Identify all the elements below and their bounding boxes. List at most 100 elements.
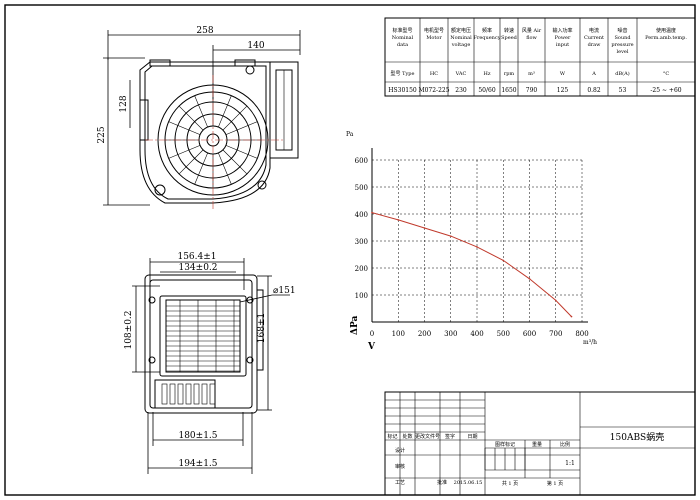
chart-y-symbol: ΔPa [350, 315, 360, 335]
spec-header-cell: 输入功率 [552, 27, 572, 34]
title-block-role: 工艺 [395, 480, 405, 486]
spec-header-cell: level [617, 49, 629, 55]
drawing-title: 150ABS蜗壳 [610, 431, 664, 443]
title-block-row-label: 重量 [532, 441, 542, 448]
side-view: 258 140 225 128 [97, 26, 301, 210]
spec-header-cell: 噪音 [617, 27, 627, 34]
spec-header-cell: 风量 Air [522, 27, 542, 34]
title-block-label: 签字 [445, 433, 455, 440]
chart-ylabel: Pa [346, 131, 354, 138]
spec-header-cell: Frequency [473, 35, 500, 41]
spec-unit-cell: HC [430, 71, 438, 77]
title-block-label: 标记 [387, 433, 397, 440]
spec-header-cell: 标准型号 [392, 27, 412, 34]
spec-value-cell: -25 ~ +60 [650, 87, 681, 94]
dim-bracket-outer: 156.4±1 [177, 252, 216, 262]
spec-unit-cell: Hz [484, 71, 491, 77]
spec-value-cell: 50/60 [478, 87, 495, 94]
spec-header-cell: Speed [501, 35, 518, 41]
chart-x-symbol: V [367, 342, 376, 352]
x-tick-label: 800 [575, 330, 588, 338]
y-tick-label: 400 [355, 211, 368, 219]
y-tick-label: 100 [355, 292, 368, 300]
performance-chart: Pa m³/h ΔPa V 0 100 200 300 400 500 600 700 800 1… [346, 131, 597, 352]
x-tick-label: 400 [470, 330, 483, 338]
x-tick-label: 0 [370, 330, 374, 338]
x-tick-label: 200 [418, 330, 431, 338]
spec-unit-cell: dB(A) [615, 70, 629, 77]
spec-unit-cell: m³ [528, 71, 535, 77]
title-block-scale: 1:1 [565, 460, 575, 467]
sheet-frame [4, 4, 696, 496]
curve-point [570, 315, 573, 318]
spec-header-cell: Sound [614, 35, 631, 41]
curve-point [528, 278, 531, 280]
title-block-label: 日期 [467, 434, 477, 440]
spec-table: 标准型号Nominaldata电机型号Motor额定电压Nominalvolta… [384, 17, 696, 97]
spec-header-cell: draw [588, 42, 602, 48]
x-tick-label: 600 [523, 330, 536, 338]
y-tick-label: 200 [355, 265, 368, 273]
title-block-role: 审核 [395, 463, 405, 470]
dim-body-height: 168±1 [257, 313, 267, 343]
title-block-role: 设计 [395, 447, 405, 454]
curve-point [371, 211, 373, 214]
curve-point [554, 299, 557, 302]
dim-base-width-1: 180±1.5 [178, 431, 217, 441]
dim-flange-height: 108±0.2 [124, 310, 134, 349]
spec-unit-cell: 型号 Type [391, 70, 415, 77]
spec-value-cell: 1650 [501, 87, 516, 94]
spec-header-cell: input [556, 42, 569, 48]
title-block-label: 更改文件号 [415, 433, 440, 440]
pressure-curve [371, 212, 572, 317]
spec-unit-cell: W [560, 71, 566, 77]
spec-header-cell: 转速 [504, 27, 514, 34]
title-block-sheet-no: 第 1 页 [547, 480, 563, 487]
spec-unit-cell: °C [663, 71, 670, 77]
spec-header-cell: 电机型号 [424, 27, 444, 34]
spec-header-cell: Nominal [450, 35, 472, 41]
spec-header-cell: data [397, 42, 408, 48]
spec-value-cell: 790 [526, 87, 538, 94]
x-tick-label: 100 [392, 330, 405, 338]
curve-point [397, 219, 400, 221]
spec-header-cell: Nominal [392, 35, 414, 41]
curve-point [476, 246, 478, 248]
dim-overall-height: 225 [97, 126, 107, 143]
y-tick-label: 300 [355, 238, 368, 246]
spec-header-cell: 频率 [482, 27, 492, 34]
title-block-sheet-info: 共 1 页 [502, 480, 518, 487]
spec-value-cell: 0.82 [587, 87, 601, 94]
dim-base-width-2: 194±1.5 [178, 459, 217, 469]
spec-header-cell: 使用温度 [656, 27, 676, 34]
title-block-row-label: 比例 [560, 441, 570, 448]
spec-value-cell: 125 [557, 87, 569, 94]
x-tick-label: 700 [549, 330, 562, 338]
spec-header-cell: 额定电压 [451, 27, 471, 34]
title-block: 150ABS蜗壳 标记处数更改文件号签字日期图样标记重量比例1:1共 1 页第 … [384, 391, 696, 496]
spec-unit-cell: rpm [504, 71, 515, 77]
spec-header-cell: Current [584, 35, 604, 41]
curve-point [449, 235, 452, 237]
curve-point [423, 227, 426, 229]
x-tick-label: 500 [497, 330, 510, 338]
spec-unit-cell: A [591, 71, 596, 77]
chart-xlabel: m³/h [583, 339, 597, 346]
spec-unit-cell: VAC [455, 71, 467, 77]
dim-overall-width: 258 [196, 26, 213, 36]
spec-header-cell: pressure [611, 42, 633, 48]
spec-header-cell: flow [526, 35, 537, 41]
curve-point [502, 259, 505, 262]
spec-header-cell: 电流 [589, 27, 599, 34]
title-block-approve: 批准 [437, 479, 447, 486]
spec-header-cell: Motor [426, 35, 442, 41]
spec-value-cell: HS30150 [388, 87, 417, 94]
dim-outlet-height: 128 [119, 95, 129, 112]
spec-header-cell: Power [555, 35, 571, 41]
dim-inlet-dia: ⌀151 [273, 286, 296, 296]
front-view: 156.4±1 134±0.2 ⌀151 108±0.2 168±1 [124, 252, 296, 474]
title-block-row-label: 图样标记 [495, 441, 515, 448]
spec-value-cell: 53 [619, 87, 627, 94]
x-tick-label: 300 [444, 330, 457, 338]
